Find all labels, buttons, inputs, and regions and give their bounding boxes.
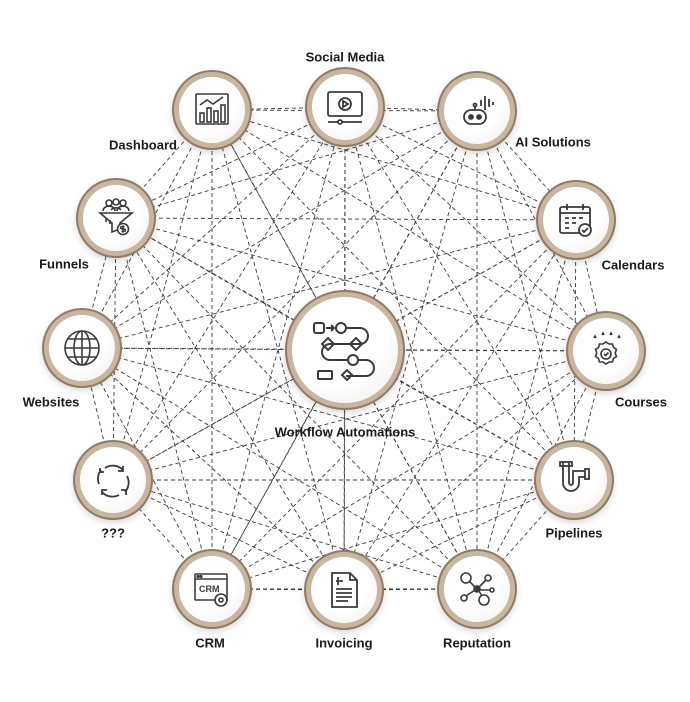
- node-dashboard[interactable]: [179, 77, 245, 143]
- node-courses[interactable]: [573, 318, 639, 384]
- link-unknown-funnels: [112, 217, 117, 481]
- hub-label: Workflow Automations: [274, 424, 416, 440]
- link-unknown-dashboard: [112, 109, 213, 481]
- label-reputation: Reputation: [443, 635, 511, 651]
- pipe-icon: [559, 461, 590, 492]
- link-pipelines-funnels: [115, 217, 575, 481]
- link-courses-funnels: [115, 217, 607, 352]
- link-ai-solutions-funnels: [115, 110, 478, 219]
- link-social-media-websites: [81, 106, 346, 349]
- link-calendars-pipelines: [573, 219, 577, 481]
- label-social-media: Social Media: [305, 49, 385, 65]
- link-pipelines-crm: [211, 479, 575, 590]
- link-reputation-unknown: [112, 479, 478, 590]
- link-ai-solutions-courses: [476, 110, 607, 352]
- badge-icon: [593, 331, 621, 365]
- link-invoicing-hub: [343, 349, 346, 591]
- link-social-media-courses: [344, 106, 607, 352]
- video-player-icon: [327, 91, 363, 125]
- link-pipelines-dashboard: [211, 109, 575, 481]
- link-reputation-websites: [81, 347, 478, 590]
- node-calendars[interactable]: [543, 187, 609, 253]
- label-funnels: Funnels: [39, 256, 89, 272]
- link-calendars-websites: [81, 219, 577, 349]
- node-websites[interactable]: [49, 315, 115, 381]
- crm-window-icon: CRM: [194, 573, 228, 607]
- link-pipelines-invoicing: [343, 479, 575, 591]
- invoice-icon: [331, 572, 358, 608]
- link-ai-solutions-dashboard: [211, 109, 478, 112]
- label-ai-solutions: AI Solutions: [515, 134, 591, 150]
- link-courses-unknown: [112, 350, 607, 481]
- link-ai-solutions-pipelines: [476, 110, 575, 481]
- node-ai-solutions[interactable]: [444, 78, 510, 144]
- node-funnels[interactable]: [83, 185, 149, 251]
- link-crm-funnels: [115, 217, 213, 590]
- link-invoicing-websites: [81, 347, 345, 591]
- label-pipelines: Pipelines: [545, 525, 603, 541]
- link-calendars-crm: [211, 219, 577, 590]
- link-crm-websites: [81, 347, 213, 590]
- node-invoicing[interactable]: [311, 557, 377, 623]
- label-crm: CRM: [195, 635, 225, 651]
- link-reputation-funnels: [115, 217, 478, 590]
- link-social-media-pipelines: [344, 106, 575, 481]
- node-reputation[interactable]: [444, 556, 510, 622]
- cycle-arrows-icon: [97, 464, 130, 498]
- link-invoicing-funnels: [115, 217, 345, 591]
- link-calendars-reputation: [476, 219, 577, 590]
- link-calendars-invoicing: [343, 219, 577, 591]
- link-calendars-funnels: [115, 217, 577, 221]
- robot-icon: [463, 96, 494, 125]
- link-calendars-unknown: [112, 219, 577, 481]
- label-calendars: Calendars: [601, 257, 665, 273]
- dashboard-icon: [195, 93, 229, 125]
- link-social-media-crm: [211, 106, 346, 590]
- link-calendars-dashboard: [211, 109, 577, 221]
- hub-workflow-automations: [292, 297, 398, 403]
- funnel-icon: [97, 198, 135, 236]
- calendar-icon: [559, 204, 592, 237]
- link-invoicing-unknown: [112, 479, 345, 591]
- node-pipelines[interactable]: [541, 447, 607, 513]
- link-social-media-calendars: [344, 106, 577, 221]
- link-pipelines-websites: [81, 347, 575, 481]
- workflow-icon: [313, 322, 375, 382]
- node-social-media[interactable]: [312, 74, 378, 140]
- globe-icon: [64, 330, 100, 366]
- link-social-media-reputation: [344, 106, 478, 590]
- crm-icon-text: CRM: [199, 584, 220, 594]
- link-invoicing-dashboard: [211, 109, 345, 591]
- label-unknown: ???: [101, 525, 125, 541]
- label-dashboard: Dashboard: [109, 137, 177, 153]
- label-invoicing: Invoicing: [315, 635, 373, 651]
- link-social-media-funnels: [115, 106, 346, 219]
- node-crm[interactable]: CRM: [179, 556, 245, 622]
- node-unknown[interactable]: [80, 447, 146, 513]
- link-dashboard-hub: [211, 109, 346, 351]
- network-icon: [460, 572, 495, 606]
- label-courses: Courses: [614, 394, 668, 410]
- link-ai-solutions-invoicing: [343, 110, 478, 591]
- link-unknown-hub: [112, 349, 346, 481]
- label-websites: Websites: [22, 394, 80, 410]
- link-ai-solutions-unknown: [112, 110, 478, 481]
- link-courses-invoicing: [343, 350, 607, 591]
- link-social-media-unknown: [112, 106, 346, 481]
